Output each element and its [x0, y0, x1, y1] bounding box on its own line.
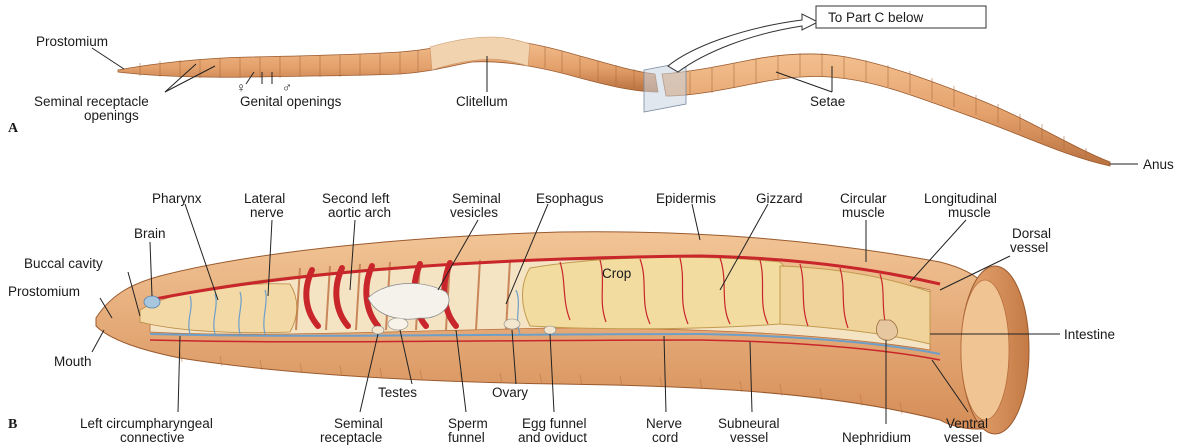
label-clitellum: Clitellum: [456, 94, 508, 109]
label-ventral-vessel-2: vessel: [944, 430, 982, 445]
label-nerve-cord-2: cord: [652, 430, 678, 445]
brain: [144, 296, 160, 308]
label-seminal-vesicles-1: Seminal: [452, 191, 501, 206]
seminal-receptacle: [372, 326, 384, 334]
label-left-circumpharyngeal-1: Left circumpharyngeal: [80, 416, 213, 431]
label-ventral-vessel-1: Ventral: [946, 416, 988, 431]
male-symbol: ♂: [282, 80, 292, 95]
label-mouth: Mouth: [54, 354, 92, 369]
label-egg-funnel-1: Egg funnel: [522, 416, 587, 431]
label-seminal-receptacle-1: Seminal: [334, 416, 383, 431]
label-epidermis: Epidermis: [656, 191, 716, 206]
crop-gizzard: [523, 257, 796, 329]
label-lateral-nerve-1: Lateral: [244, 191, 285, 206]
panel-letter-a: A: [8, 121, 19, 136]
label-seminal-receptacle-2: receptacle: [320, 430, 382, 445]
female-symbol: ♀: [236, 80, 246, 95]
label-esophagus: Esophagus: [536, 191, 604, 206]
cut-end-inner: [961, 280, 1009, 420]
label-lateral-nerve-2: nerve: [250, 205, 284, 220]
panel-letter-b: B: [8, 417, 17, 432]
label-genital-openings: Genital openings: [240, 94, 342, 109]
label-sperm-funnel-2: funnel: [448, 430, 485, 445]
label-pharynx: Pharynx: [152, 191, 202, 206]
label-nephridium: Nephridium: [842, 430, 911, 445]
label-buccal-cavity: Buccal cavity: [24, 256, 103, 271]
egg-funnel: [544, 326, 556, 334]
clitellum-band: [430, 37, 530, 70]
callout-text: To Part C below: [828, 10, 924, 25]
label-ovary: Ovary: [492, 385, 528, 400]
worm-body-front: [118, 39, 658, 92]
label-dorsal-vessel-2: vessel: [1010, 240, 1048, 255]
worm-dissection-view: [96, 232, 1029, 434]
ovary: [504, 319, 520, 329]
label-crop: Crop: [602, 266, 631, 281]
label-left-circumpharyngeal-2: connective: [120, 430, 185, 445]
label-prostomium-a: Prostomium: [36, 34, 108, 49]
label-egg-funnel-2: and oviduct: [518, 430, 587, 445]
label-second-left-aortic-arch-2: aortic arch: [328, 205, 391, 220]
label-brain: Brain: [134, 226, 166, 241]
label-second-left-aortic-arch-1: Second left: [322, 191, 390, 206]
nephridium: [876, 320, 897, 340]
label-seminal-receptacle-openings-1: Seminal receptacle: [34, 94, 149, 109]
label-circular-muscle-2: muscle: [842, 205, 885, 220]
label-seminal-receptacle-openings-2: openings: [84, 108, 139, 123]
label-intestine: Intestine: [1064, 327, 1115, 342]
label-prostomium-b: Prostomium: [8, 284, 80, 299]
label-seminal-vesicles-2: vesicles: [450, 205, 498, 220]
label-longitudinal-muscle-1: Longitudinal: [924, 191, 997, 206]
worm-body-rear: [662, 54, 1110, 166]
label-anus: Anus: [1143, 157, 1174, 172]
label-longitudinal-muscle-2: muscle: [948, 205, 991, 220]
testes: [388, 318, 408, 330]
label-circular-muscle-1: Circular: [840, 191, 887, 206]
label-setae: Setae: [810, 94, 845, 109]
label-dorsal-vessel-1: Dorsal: [1012, 226, 1051, 241]
label-sperm-funnel-1: Sperm: [448, 416, 488, 431]
label-nerve-cord-1: Nerve: [646, 416, 682, 431]
label-gizzard: Gizzard: [756, 191, 803, 206]
label-testes: Testes: [378, 385, 417, 400]
worm-external-view: [118, 14, 1110, 166]
label-subneural-vessel-2: vessel: [730, 430, 768, 445]
label-subneural-vessel-1: Subneural: [718, 416, 780, 431]
